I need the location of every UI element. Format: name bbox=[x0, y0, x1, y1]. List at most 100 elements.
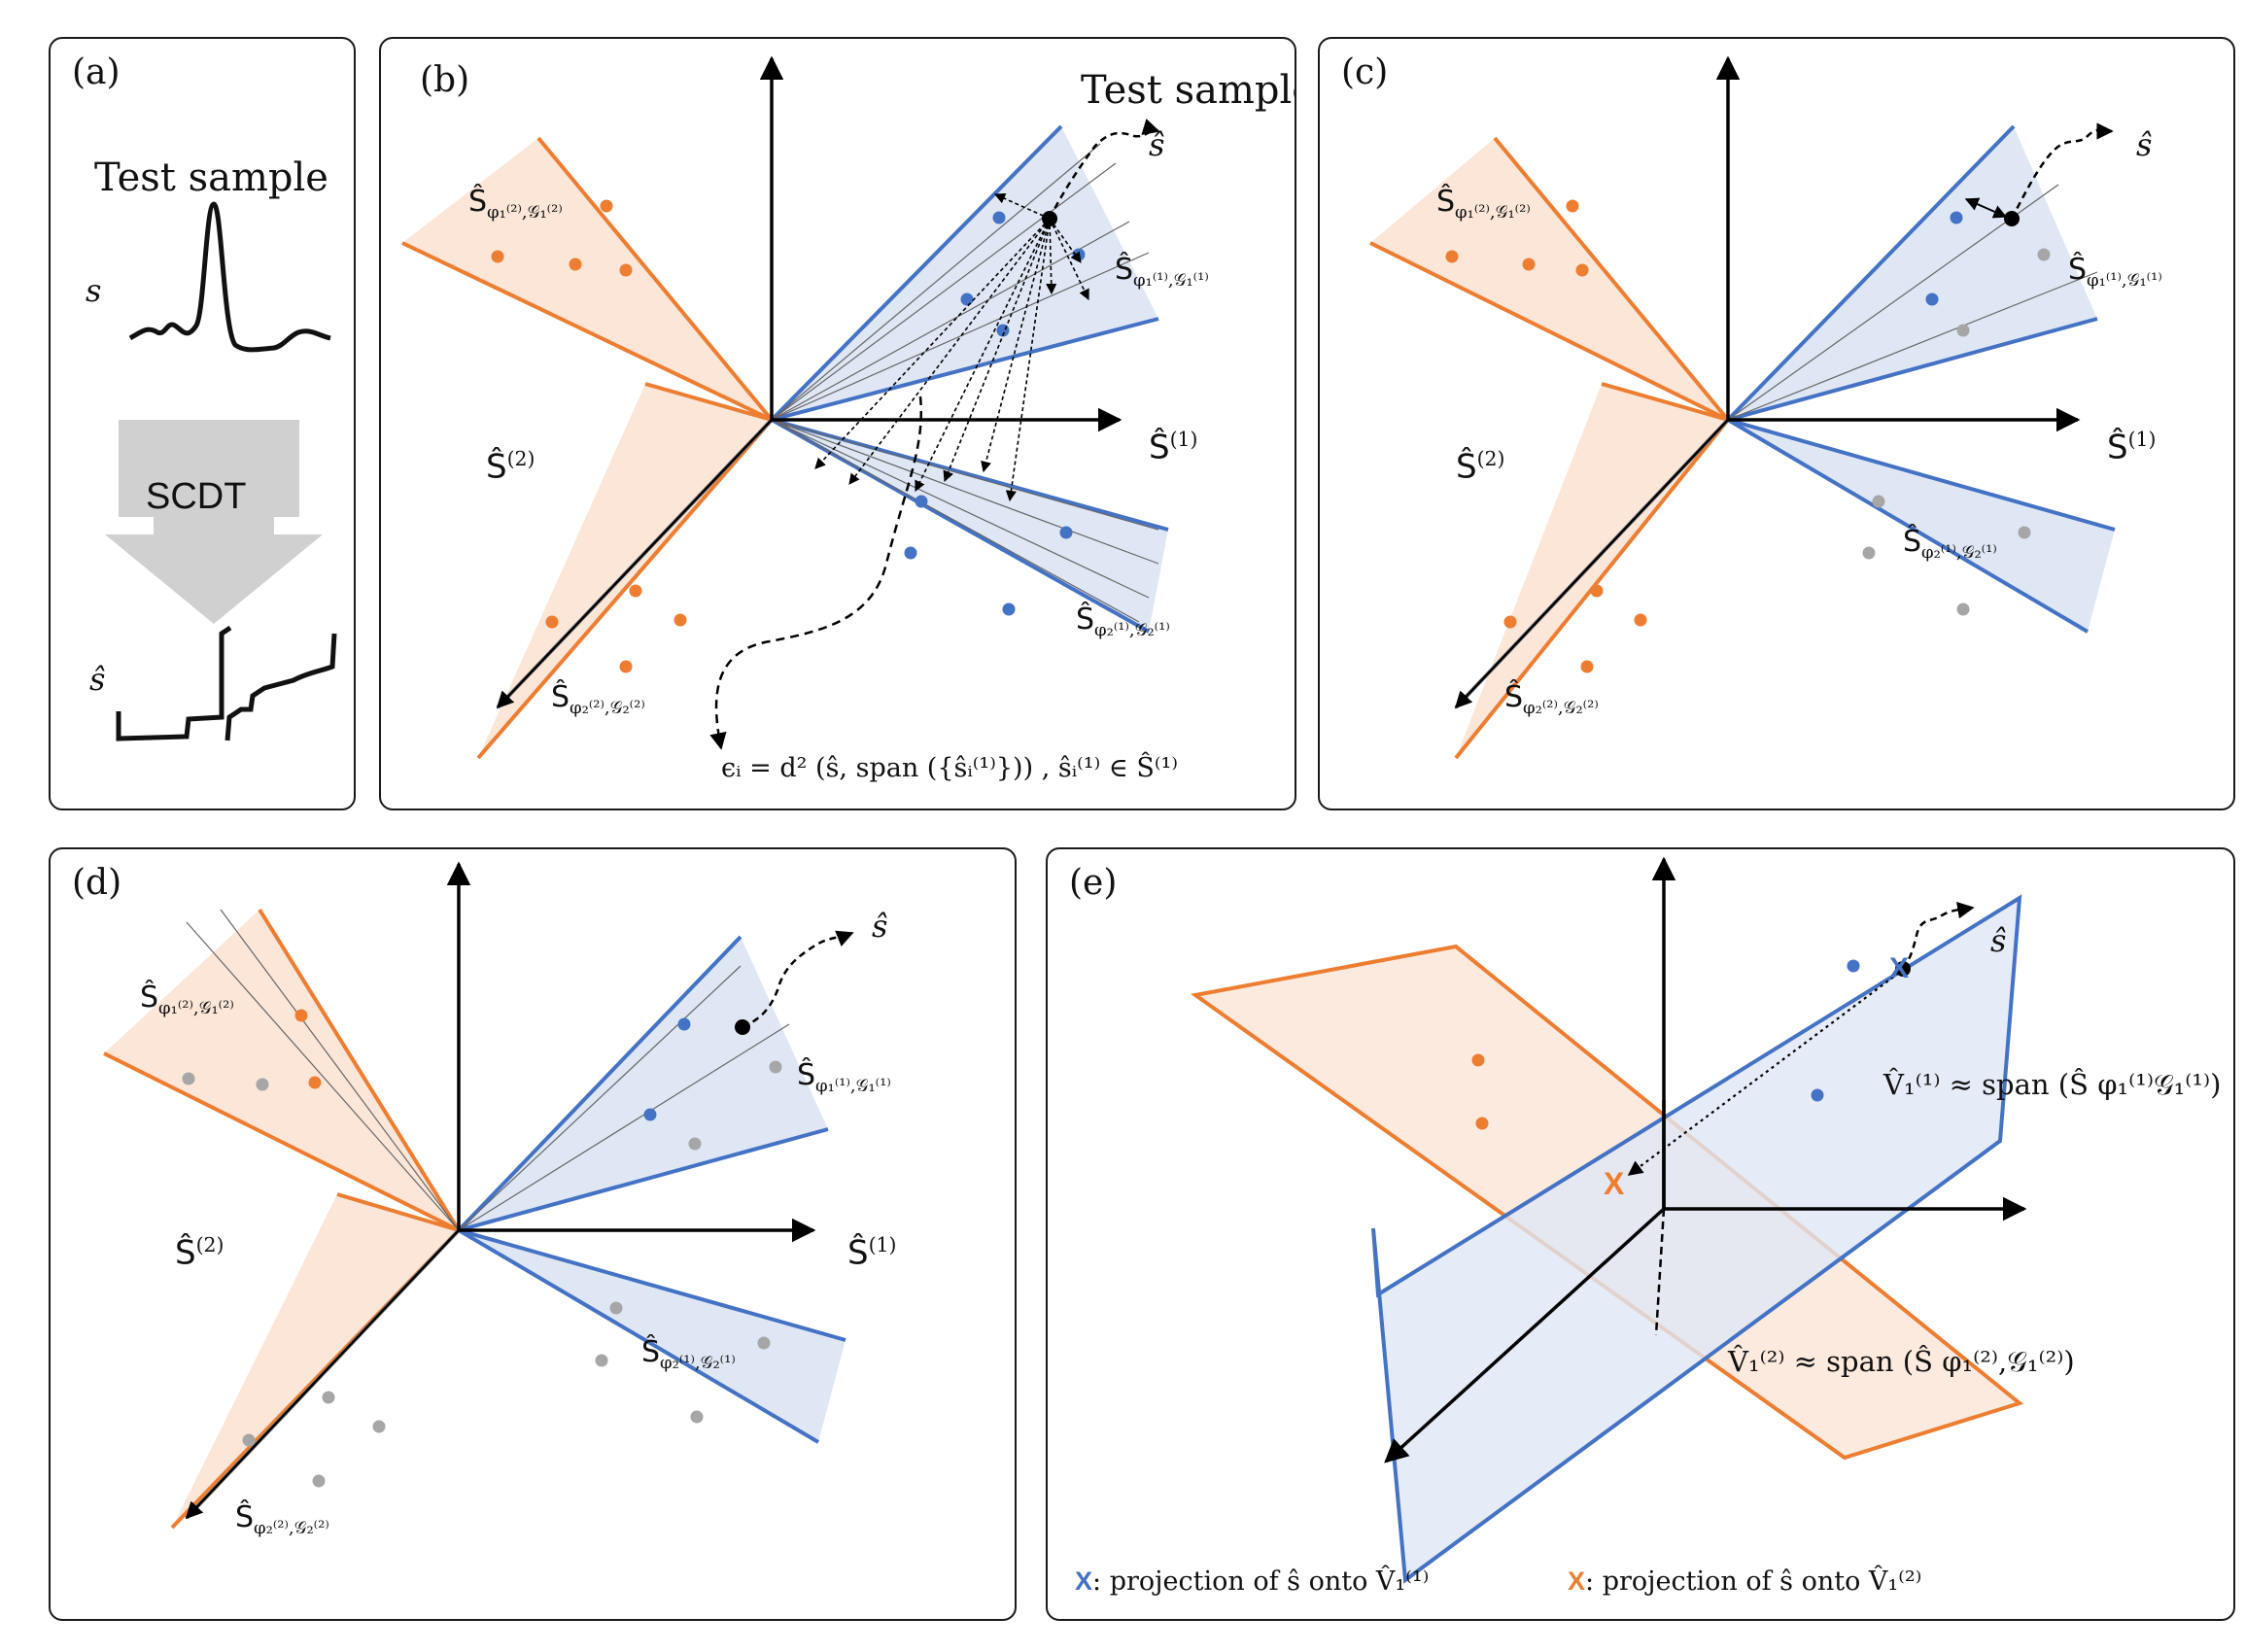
sample-point-4 bbox=[629, 584, 642, 598]
wedge-class1-2-fill bbox=[459, 1230, 846, 1442]
sample-point-0 bbox=[294, 1009, 308, 1022]
subspace-line-3 bbox=[186, 921, 460, 1231]
subspace-line-5 bbox=[771, 419, 1159, 565]
subspace-line-2 bbox=[220, 909, 460, 1231]
sample-point-10 bbox=[769, 1060, 782, 1074]
wedge-class2-2-edge-2 bbox=[1601, 382, 1729, 422]
test-sample-pointer bbox=[742, 930, 854, 1029]
wedge-class2-1-fill bbox=[402, 138, 772, 420]
signal-label: s bbox=[86, 272, 102, 309]
test-sample-pointer bbox=[2010, 122, 2114, 220]
sample-point-13 bbox=[904, 546, 917, 560]
sample-point-7 bbox=[619, 660, 633, 673]
s-hat-label: ŝ bbox=[1990, 922, 2007, 959]
projection-mark-class2: X bbox=[1604, 1166, 1625, 1201]
wedge-class1-1-fill bbox=[772, 126, 1158, 420]
sample-point-2 bbox=[1522, 258, 1536, 271]
subspace-line-0 bbox=[458, 965, 742, 1231]
scdt-label: SCDT bbox=[146, 476, 247, 517]
sample-point-3 bbox=[619, 263, 633, 277]
wedge-class2-1-edge-2 bbox=[103, 1051, 460, 1232]
wedge-class1-1-fill bbox=[459, 937, 828, 1230]
region1-label: Ŝ(1) bbox=[847, 1233, 897, 1273]
test-sample-pointer bbox=[1048, 119, 1160, 220]
sample-point-11 bbox=[1956, 324, 1970, 337]
subspace-class2-2: Ŝφ₂⁽²⁾,𝒢₂⁽²⁾ bbox=[551, 680, 645, 718]
wedge-class1-2-fill bbox=[772, 420, 1168, 632]
subspace-class2-1: Ŝφ₁⁽²⁾,𝒢₁⁽²⁾ bbox=[1436, 185, 1531, 223]
panel-e: X X (e) ŝ V̂₁⁽¹⁾ ≈ span (Ŝ φ₁⁽¹⁾𝒢₁⁽¹⁾) V̂… bbox=[1046, 847, 2235, 1621]
panel-label: (c) bbox=[1341, 52, 1389, 92]
wedge-class2-2-fill bbox=[172, 1194, 459, 1528]
subspace-class2-1: Ŝφ₁⁽²⁾,𝒢₁⁽²⁾ bbox=[468, 185, 563, 223]
z-axis-arrow bbox=[1384, 1207, 1666, 1463]
plane1-label: V̂₁⁽¹⁾ ≈ span (Ŝ φ₁⁽¹⁾𝒢₁⁽¹⁾) bbox=[1883, 1068, 2222, 1101]
wedge-class1-2-edge-1 bbox=[1726, 418, 2090, 634]
wedge-class2-1-edge-1 bbox=[258, 908, 461, 1232]
wedge-class1-1-edge-1 bbox=[770, 124, 1063, 422]
wedge-class1-2-fill bbox=[1728, 420, 2115, 632]
subspace-class1-1: Ŝφ₁⁽¹⁾,𝒢₁⁽¹⁾ bbox=[797, 1058, 891, 1096]
subspace-line-0 bbox=[771, 143, 1101, 421]
sample-point-14 bbox=[1059, 526, 1073, 539]
sample-point-13 bbox=[595, 1354, 608, 1367]
wedge-class2-2-edge-2 bbox=[644, 382, 773, 422]
sample-point-blue-1 bbox=[1847, 959, 1860, 973]
panel-d: (d) ŝ Ŝ(2) Ŝ(1) Ŝφ₁⁽²⁾,𝒢₁⁽²⁾ Ŝφ₂⁽²⁾,𝒢₂⁽²… bbox=[49, 847, 1017, 1621]
region1-label: Ŝ(1) bbox=[2107, 428, 2157, 467]
sample-point-6 bbox=[1634, 613, 1647, 627]
subspace-line-0 bbox=[1727, 184, 2059, 421]
test-sample-title: Test sample bbox=[94, 155, 328, 200]
projection-arrow-6 bbox=[915, 218, 1051, 493]
projection-arrow-0 bbox=[993, 192, 1051, 220]
subspace-class2-1: Ŝφ₁⁽²⁾,𝒢₁⁽²⁾ bbox=[140, 981, 234, 1018]
sample-point-2 bbox=[256, 1078, 269, 1091]
region2-label: Ŝ(2) bbox=[1456, 447, 1505, 487]
s-hat-label: ŝ bbox=[1149, 126, 1165, 163]
panel-label: (d) bbox=[72, 863, 122, 903]
subspace-line-1 bbox=[1727, 271, 2098, 421]
panel-label: (e) bbox=[1069, 863, 1118, 903]
sample-point-1 bbox=[491, 250, 504, 263]
panel-b: (b) Test sample ŝ Ŝ(2) Ŝ(1) Ŝφ₁⁽²⁾,𝒢₁⁽²⁾… bbox=[379, 37, 1296, 810]
wedge-class1-1-edge-2 bbox=[1727, 317, 2098, 422]
s-hat-label: ŝ bbox=[2136, 126, 2153, 163]
region1-label: Ŝ(1) bbox=[1149, 428, 1198, 467]
subspace-class1-2: Ŝφ₂⁽¹⁾,𝒢₂⁽¹⁾ bbox=[1076, 602, 1170, 640]
projection-arrow-8 bbox=[981, 218, 1051, 473]
wedge-class1-1-fill bbox=[1728, 126, 2097, 420]
projection-arrow-1 bbox=[1049, 218, 1082, 263]
sample-point-9 bbox=[643, 1108, 657, 1121]
plane-class1 bbox=[1371, 894, 2022, 1584]
sample-point-2 bbox=[569, 258, 582, 271]
sample-point-orange-2 bbox=[1475, 1117, 1489, 1130]
panel-d-graphics bbox=[103, 861, 854, 1530]
panel-c-graphics bbox=[1369, 55, 2116, 760]
projection-mark-class1: X bbox=[1889, 952, 1909, 984]
sample-point-15 bbox=[690, 1410, 704, 1424]
subspace-line-2 bbox=[771, 221, 1130, 421]
subspace-class1-1: Ŝφ₁⁽¹⁾,𝒢₁⁽¹⁾ bbox=[2068, 253, 2162, 291]
sample-point-9 bbox=[960, 293, 974, 306]
wedge-class2-2-edge-2 bbox=[336, 1192, 460, 1232]
subspace-class2-2: Ŝφ₂⁽²⁾,𝒢₂⁽²⁾ bbox=[235, 1500, 329, 1538]
panel-label: (a) bbox=[72, 52, 121, 92]
legend-orange: X: projection of ŝ onto V̂₁⁽²⁾ bbox=[1568, 1566, 1921, 1597]
projection-arrow-2 bbox=[1049, 218, 1089, 301]
sample-point-13 bbox=[1862, 546, 1876, 560]
projection-arrow-5 bbox=[848, 218, 1051, 485]
subspace-class2-2: Ŝφ₂⁽²⁾,𝒢₂⁽²⁾ bbox=[1504, 680, 1599, 718]
dashed-drop bbox=[1654, 1208, 1666, 1336]
sample-point-orange-1 bbox=[1471, 1053, 1485, 1067]
subspace-class1-2: Ŝφ₂⁽¹⁾,𝒢₂⁽¹⁾ bbox=[641, 1335, 736, 1373]
subspace-line-3 bbox=[771, 252, 1150, 421]
legend-blue: X: projection of ŝ onto V̂₁⁽¹⁾ bbox=[1075, 1566, 1429, 1597]
projection-arrow-3 bbox=[1046, 218, 1057, 295]
wedge-class2-2-edge-1 bbox=[476, 418, 774, 760]
plane2-label: V̂₁⁽²⁾ ≈ span (Ŝ φ₁⁽²⁾,𝒢₁⁽²⁾) bbox=[1728, 1345, 2075, 1378]
wedge-class2-1-edge-1 bbox=[1493, 136, 1730, 422]
wedge-class2-2-fill bbox=[478, 384, 772, 758]
wedge-class1-1-edge-2 bbox=[458, 1127, 829, 1232]
transformed-curve-1 bbox=[116, 625, 232, 741]
sample-point-15 bbox=[1956, 602, 1970, 616]
